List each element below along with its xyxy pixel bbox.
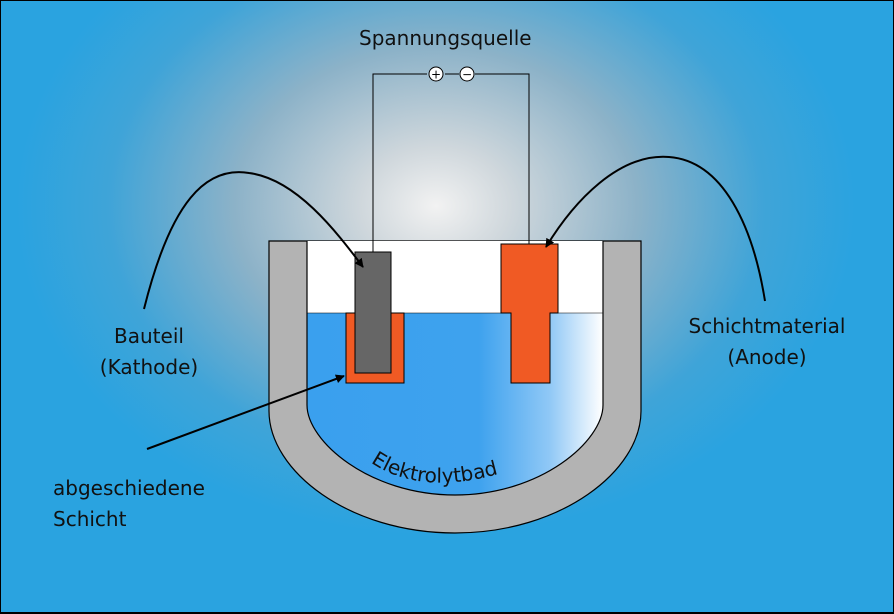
layer-label-line1: abgeschiedene — [53, 476, 205, 500]
layer-label-line2: Schicht — [53, 507, 127, 531]
plus-terminal-icon: + — [428, 66, 444, 82]
cathode-label-line2: (Kathode) — [99, 355, 199, 379]
arrow-to-cathode — [143, 171, 364, 310]
cathode-label-line1: Bauteil — [114, 324, 184, 348]
minus-sign: − — [462, 68, 472, 82]
wire-anode — [475, 73, 530, 244]
layer-label: abgeschiedene Schicht — [53, 473, 205, 535]
cathode-label: Bauteil (Kathode) — [89, 321, 209, 383]
anode-label: Schichtmaterial (Anode) — [677, 311, 857, 373]
anode-label-line1: Schichtmaterial — [688, 314, 846, 338]
arrow-to-layer — [146, 374, 345, 450]
cathode-part — [354, 251, 392, 374]
wire-cathode — [372, 73, 427, 252]
anode-material — [500, 243, 559, 384]
arrow-to-anode — [545, 155, 766, 302]
tank-inner-outline — [306, 241, 604, 496]
anode-label-line2: (Anode) — [727, 345, 807, 369]
minus-terminal-icon: − — [459, 66, 475, 82]
plus-sign: + — [431, 68, 441, 82]
voltage-source-label: Spannungsquelle — [359, 26, 532, 50]
